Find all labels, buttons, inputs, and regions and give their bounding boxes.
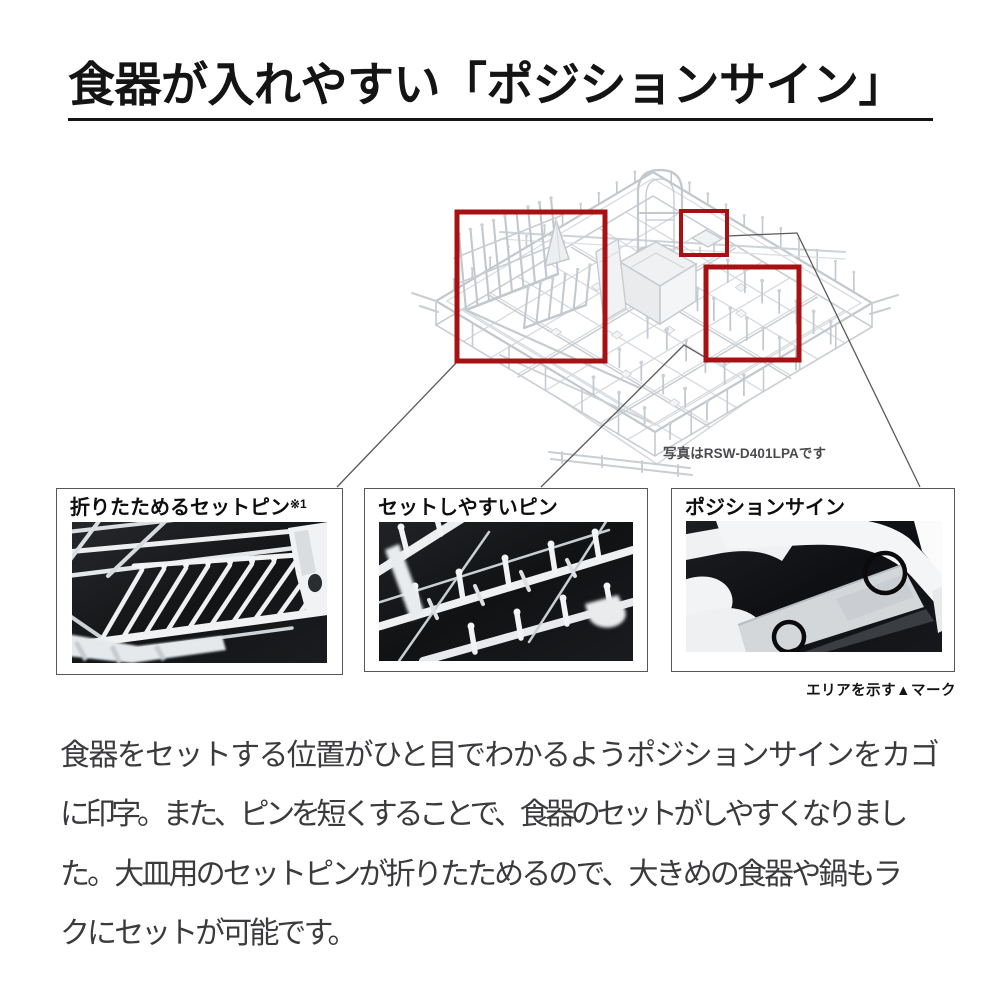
highlight-box-position-sign-mark [679, 209, 729, 257]
panel-label-text: セットしやすいピン [378, 496, 558, 519]
panel-position-sign-label: ポジションサイン [685, 491, 845, 520]
body-line: クにセットが可能です。 [60, 916, 358, 950]
area-mark-circles [771, 550, 908, 652]
panel-position-sign-photo [686, 521, 942, 652]
panel-label-text: 折りたためるセットピン [70, 496, 290, 519]
panel-easy-set-pin-photo [379, 522, 633, 661]
connector-line-left [336, 361, 458, 488]
panel-easy-set-pin: セットしやすいピン [364, 488, 648, 672]
connector-lines [336, 232, 921, 488]
connector-line-middle [540, 344, 707, 488]
panel-folding-set-pin-photo [72, 522, 327, 663]
body-line: 食器をセットする位置がひと目でわかるようポジションサインをカゴ [60, 739, 940, 772]
page-title: 食器が入れやすい「ポジションサイン」 [68, 58, 906, 111]
body-line: た。大皿用のセットピンが折りたためるので、大きめの食器や鍋もラ [60, 857, 903, 891]
basket-line-art [411, 168, 899, 477]
page-title-underline: 食器が入れやすい「ポジションサイン」 [68, 58, 933, 122]
footnote-marker: ※1 [290, 496, 307, 511]
panel-label-text: ポジションサイン [685, 496, 845, 519]
area-mark-note: エリアを示す▲マーク [806, 683, 956, 699]
panel-folding-set-pin: 折りたためるセットピン※1 [56, 488, 343, 675]
panel-folding-set-pin-label: 折りたためるセットピン※1 [70, 491, 307, 520]
highlight-box-easy-pin [703, 264, 802, 363]
body-paragraph: 食器をセットする位置がひと目でわかるようポジションサインをカゴ に印字。また、ピ… [60, 726, 1000, 963]
panel-position-sign: ポジションサイン [671, 488, 955, 672]
illustration-caption: 写真はRSW-D401LPAです [663, 446, 827, 461]
panel-easy-set-pin-label: セットしやすいピン [378, 491, 558, 520]
highlight-boxes [454, 209, 802, 364]
highlight-box-folding-pin [454, 209, 608, 364]
body-line: に印字。また、ピンを短くすることで、食器のセットがしやすくなりまし [60, 798, 908, 832]
